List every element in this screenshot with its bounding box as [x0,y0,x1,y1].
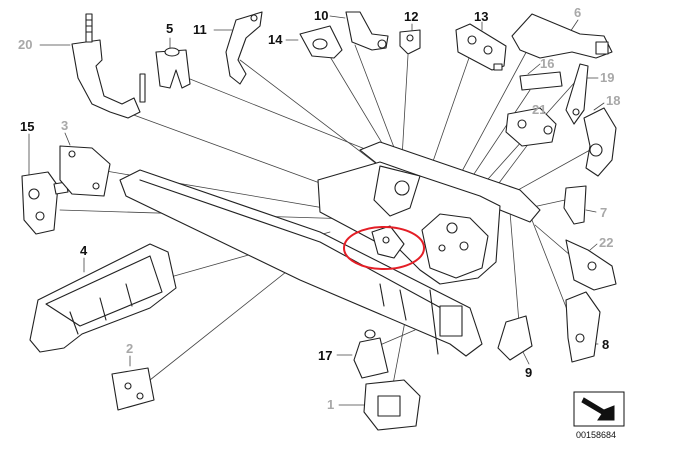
part-11-bracket [225,11,263,85]
callout-3[interactable]: 3 [61,118,69,133]
part-10-bracket [345,11,389,51]
part-7-bracket [563,185,587,225]
part-21-block [505,107,557,147]
part-12-clip [399,29,421,55]
part-19-bracket [565,63,589,125]
callout-1[interactable]: 1 [327,397,335,412]
part-14-plate [299,25,343,59]
part-2-bracket [111,367,155,411]
callout-22[interactable]: 22 [599,235,614,250]
callout-7[interactable]: 7 [600,205,608,220]
callout-4[interactable]: 4 [80,243,88,258]
part-3-bracket [59,145,111,197]
callout-8[interactable]: 8 [602,337,610,352]
callout-13[interactable]: 13 [474,9,489,24]
part-20-bracket [71,13,146,119]
part-18-bracket [583,107,617,177]
part-22-bracket [565,239,617,291]
part-1-bracket [363,379,421,431]
callout-18[interactable]: 18 [606,93,621,108]
callout-5[interactable]: 5 [166,21,174,36]
highlight-circle [343,226,425,270]
part-4-panel [29,243,177,353]
callout-19[interactable]: 19 [600,70,615,85]
callout-6[interactable]: 6 [574,5,582,20]
callout-15[interactable]: 15 [20,119,35,134]
main-front-structure [119,141,541,357]
catalog-number: 00158684 [576,430,617,440]
callout-14[interactable]: 14 [268,32,283,47]
callout-11[interactable]: 11 [193,22,207,37]
callout-12[interactable]: 12 [404,9,419,24]
callout-20[interactable]: 20 [18,37,33,52]
part-8-bracket [565,291,601,363]
callout-16[interactable]: 16 [540,56,555,71]
part-17-mount [353,329,389,379]
part-5-mount [155,47,191,89]
part-13-strip [455,23,507,71]
part-16-block [519,71,563,91]
part-6-bracket [511,13,613,59]
callout-10[interactable]: 10 [314,8,329,23]
callout-21[interactable]: 21 [532,102,547,117]
orientation-arrow-icon [573,391,625,427]
callout-2[interactable]: 2 [126,341,134,356]
callout-17[interactable]: 17 [318,348,333,363]
part-9-bracket [497,315,533,361]
callout-9[interactable]: 9 [525,365,533,380]
